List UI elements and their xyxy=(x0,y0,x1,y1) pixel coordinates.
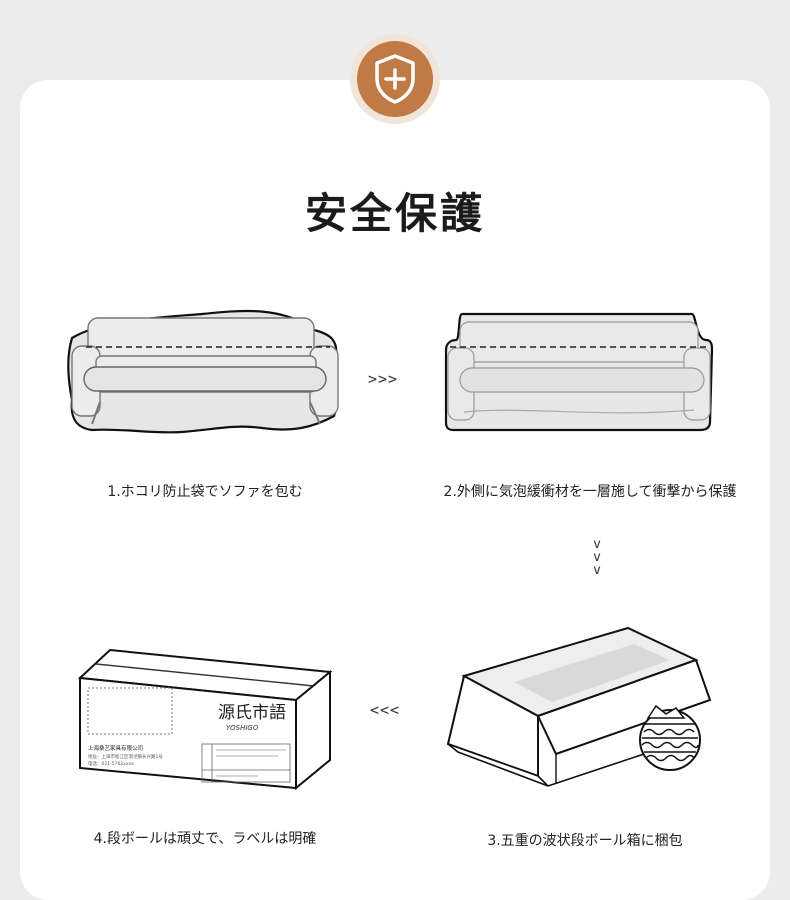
box-brand: 源氏市語 xyxy=(218,703,286,723)
shield-plus-icon xyxy=(375,54,415,104)
arrow-left: <<< xyxy=(370,701,401,719)
shield-badge xyxy=(357,41,433,117)
corrugated-box-illustration xyxy=(446,626,712,787)
box-phone: 电话：021-5762xxxx xyxy=(88,760,134,767)
page-title: 安全保護 xyxy=(304,189,485,238)
box-company: 上海桑艺家具有限公司 xyxy=(88,744,143,752)
box-address: 地址：上海市松江区洞泾镇长兴路1号 xyxy=(88,753,163,760)
step-caption-1: 1.ホコリ防止袋でソファを包む xyxy=(107,484,303,500)
arrow-down: v v v xyxy=(593,537,601,578)
box-brand-sub: YOSHIGO xyxy=(226,724,259,732)
arrow-right: >>> xyxy=(368,370,399,388)
step-caption-2: 2.外側に気泡緩衝材を一層施して衝撃から保護 xyxy=(443,484,737,500)
step-caption-4: 4.段ボールは頑丈で、ラベルは明確 xyxy=(93,831,317,847)
step-caption-3: 3.五重の波状段ボール箱に梱包 xyxy=(487,833,683,849)
labelled-carton-illustration: 源氏市語 YOSHIGO 上海桑艺家具有限公司 地址：上海市松江区洞泾镇长兴路1… xyxy=(78,648,333,790)
sofa-bubble-wrap-illustration xyxy=(444,312,714,432)
sofa-dust-bag-illustration xyxy=(67,309,339,434)
